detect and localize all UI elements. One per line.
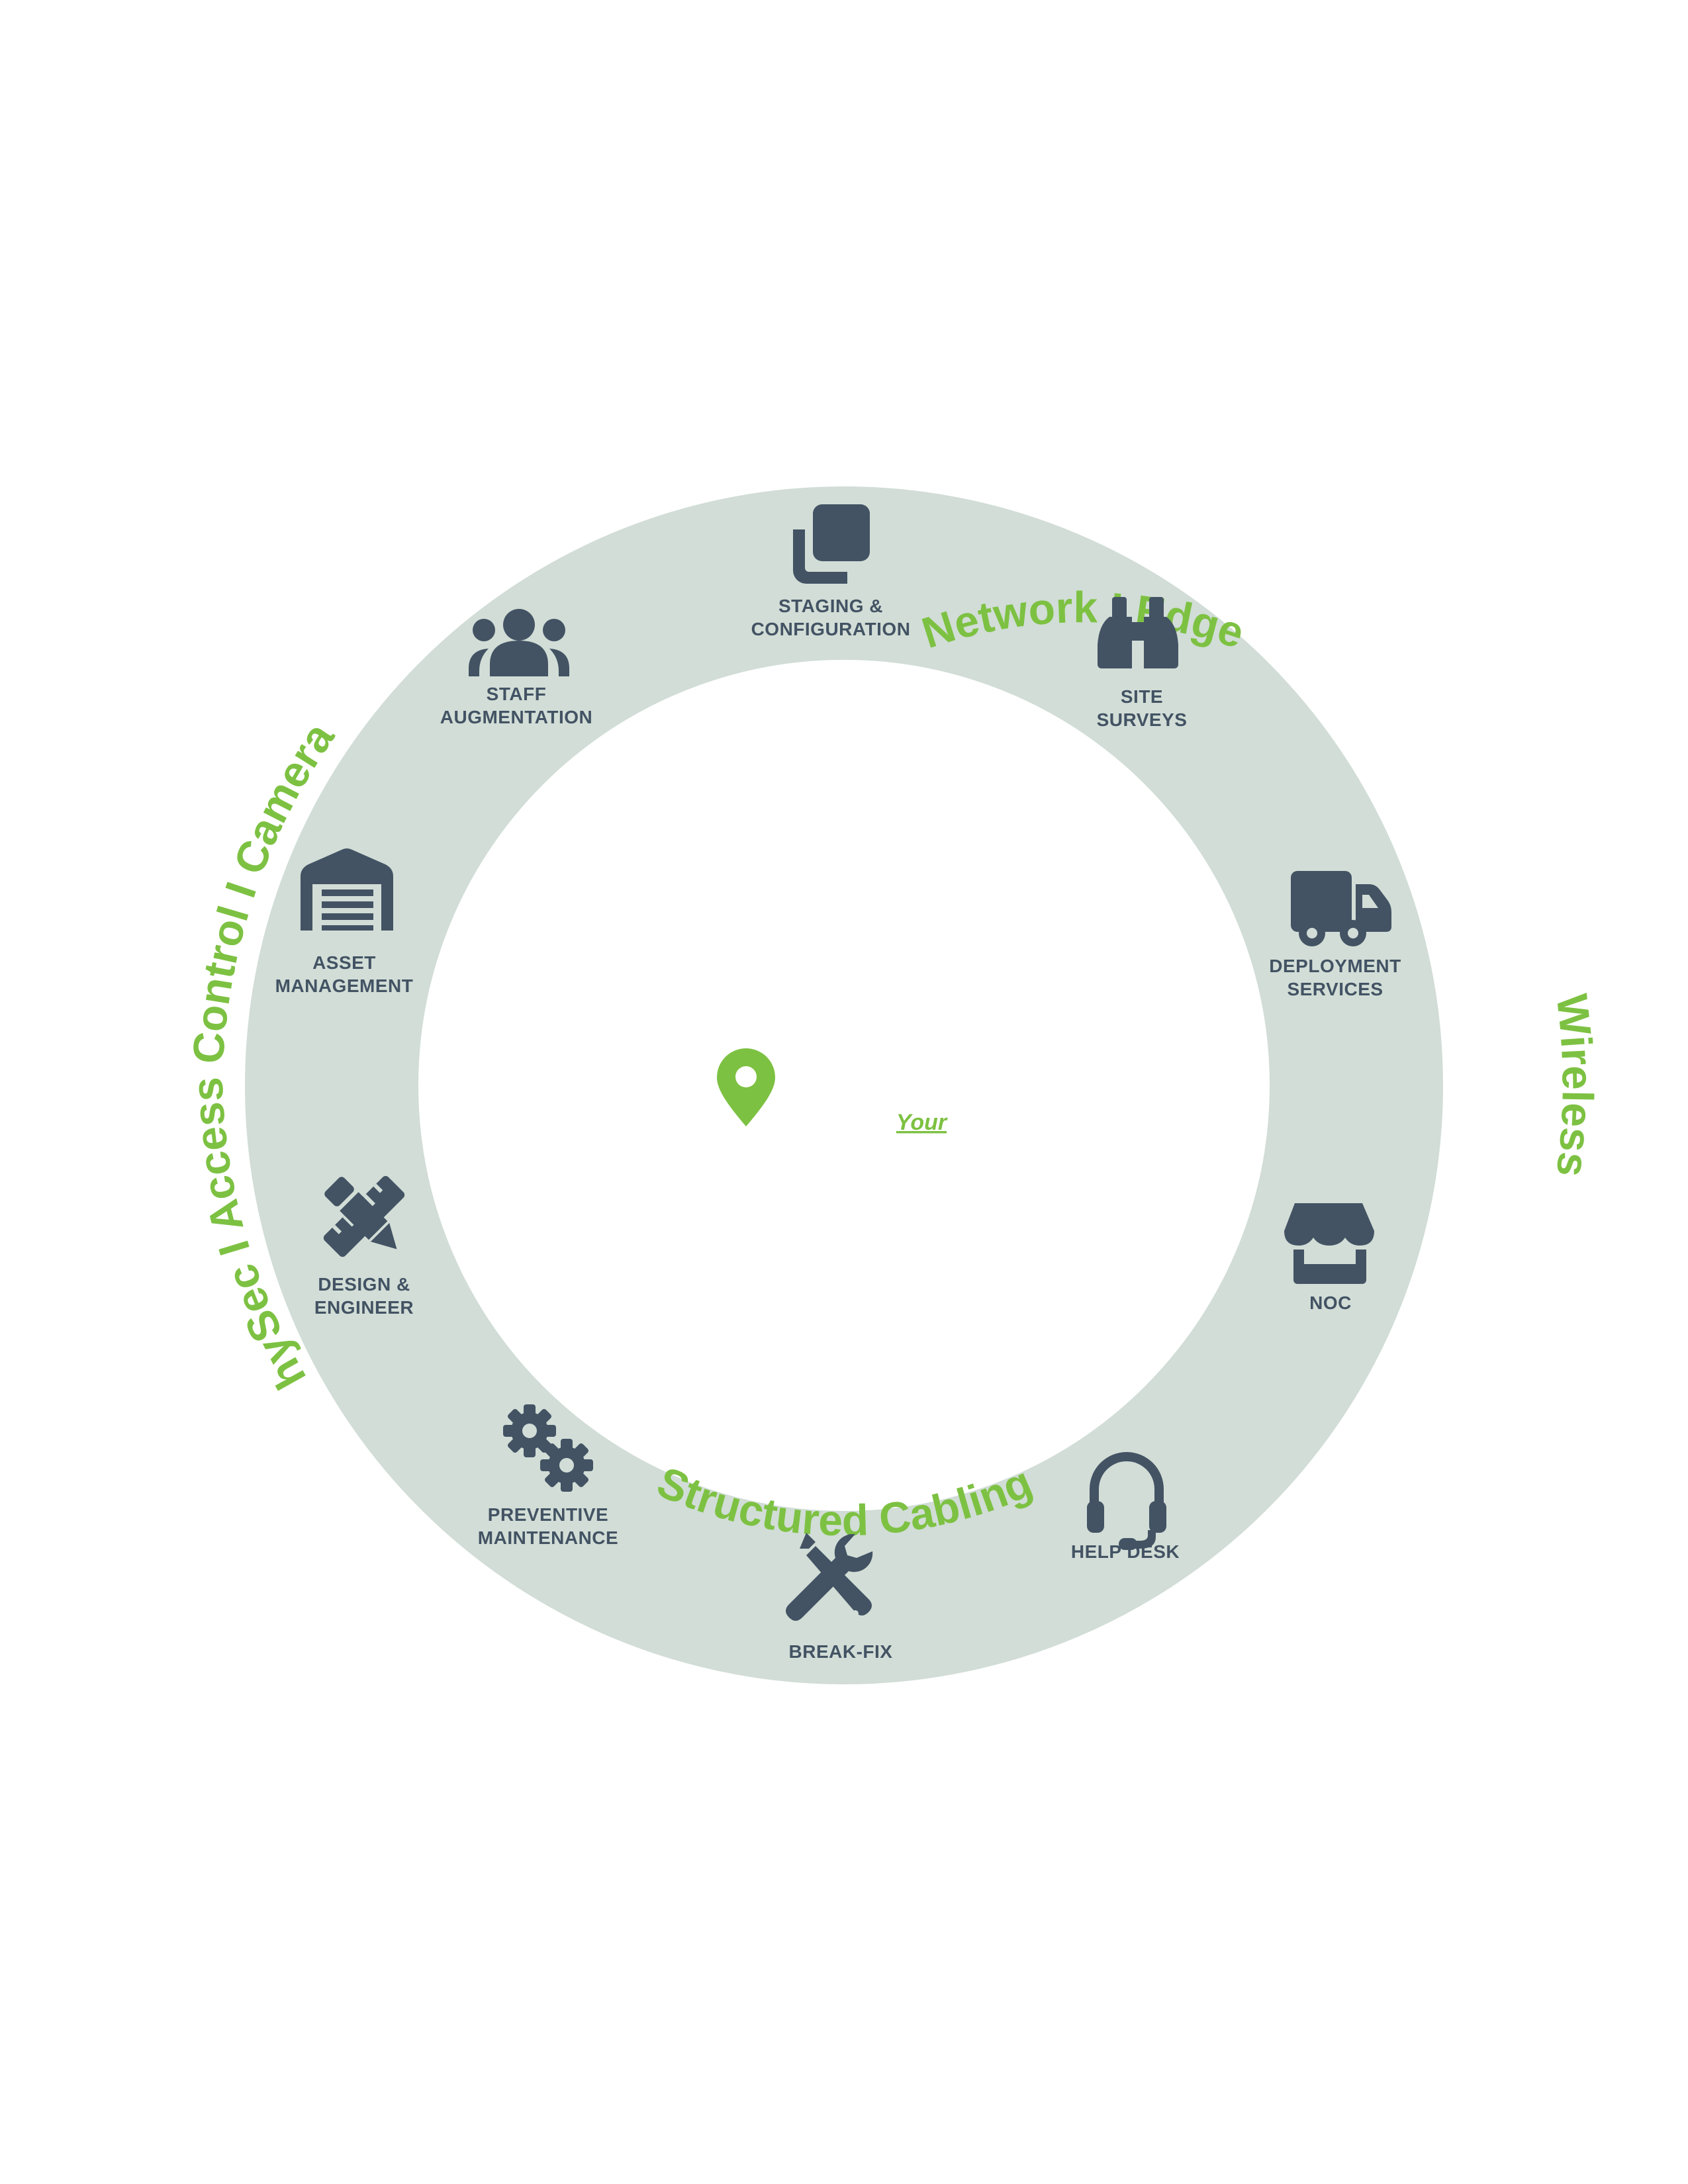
center-link-text[interactable]: Your: [896, 1110, 948, 1135]
service-staff: STAFF AUGMENTATION: [440, 609, 593, 727]
service-staff-line1: STAFF: [487, 684, 547, 704]
service-site-surveys-line1: SITE: [1121, 686, 1163, 707]
service-staging-line1: STAGING &: [778, 596, 883, 616]
service-break-fix: BREAK-FIX: [786, 1533, 892, 1662]
service-site-surveys-line2: SURVEYS: [1097, 709, 1188, 730]
service-staging-line2: CONFIGURATION: [751, 619, 911, 639]
service-design: DESIGN & ENGINEER: [314, 1175, 414, 1318]
storefront-icon: [1284, 1203, 1374, 1284]
service-break-fix-line1: BREAK-FIX: [789, 1641, 893, 1662]
service-staging: STAGING & CONFIGURATION: [751, 504, 911, 639]
tools-icon: [786, 1533, 873, 1621]
service-asset-line2: MANAGEMENT: [275, 976, 414, 996]
pencil-ruler-icon: [323, 1175, 405, 1257]
service-deployment-line1: DEPLOYMENT: [1269, 956, 1401, 976]
clone-squares-icon: [793, 504, 870, 584]
service-help-desk-line1: HELP DESK: [1071, 1541, 1180, 1562]
service-staff-line2: AUGMENTATION: [440, 707, 593, 727]
gears-icon: [503, 1404, 593, 1492]
truck-icon: [1291, 871, 1391, 946]
warehouse-icon: [301, 848, 393, 931]
headset-icon: [1087, 1452, 1166, 1550]
service-preventive: PREVENTIVE MAINTENANCE: [478, 1404, 618, 1548]
service-deployment: DEPLOYMENT SERVICES: [1269, 871, 1401, 999]
service-preventive-line1: PREVENTIVE: [488, 1504, 608, 1525]
map-pin-hole: [735, 1066, 757, 1087]
center-location: Your: [717, 1048, 948, 1135]
service-noc-line1: NOC: [1309, 1293, 1352, 1313]
service-asset-line1: ASSET: [312, 952, 376, 973]
service-noc: NOC: [1284, 1203, 1374, 1313]
service-asset: ASSET MANAGEMENT: [275, 848, 414, 996]
service-design-line2: ENGINEER: [314, 1297, 414, 1318]
service-design-line1: DESIGN &: [318, 1274, 410, 1295]
service-preventive-line2: MAINTENANCE: [478, 1527, 618, 1548]
arc-label-wireless: Wireless: [1547, 991, 1602, 1179]
users-icon: [469, 609, 569, 676]
binoculars-icon: [1098, 597, 1178, 668]
service-site-surveys: SITE SURVEYS: [1097, 597, 1188, 730]
arc-label-wireless-path: Wireless: [1547, 991, 1602, 1179]
service-help-desk: HELP DESK: [1071, 1452, 1180, 1562]
service-deployment-line2: SERVICES: [1287, 979, 1383, 999]
